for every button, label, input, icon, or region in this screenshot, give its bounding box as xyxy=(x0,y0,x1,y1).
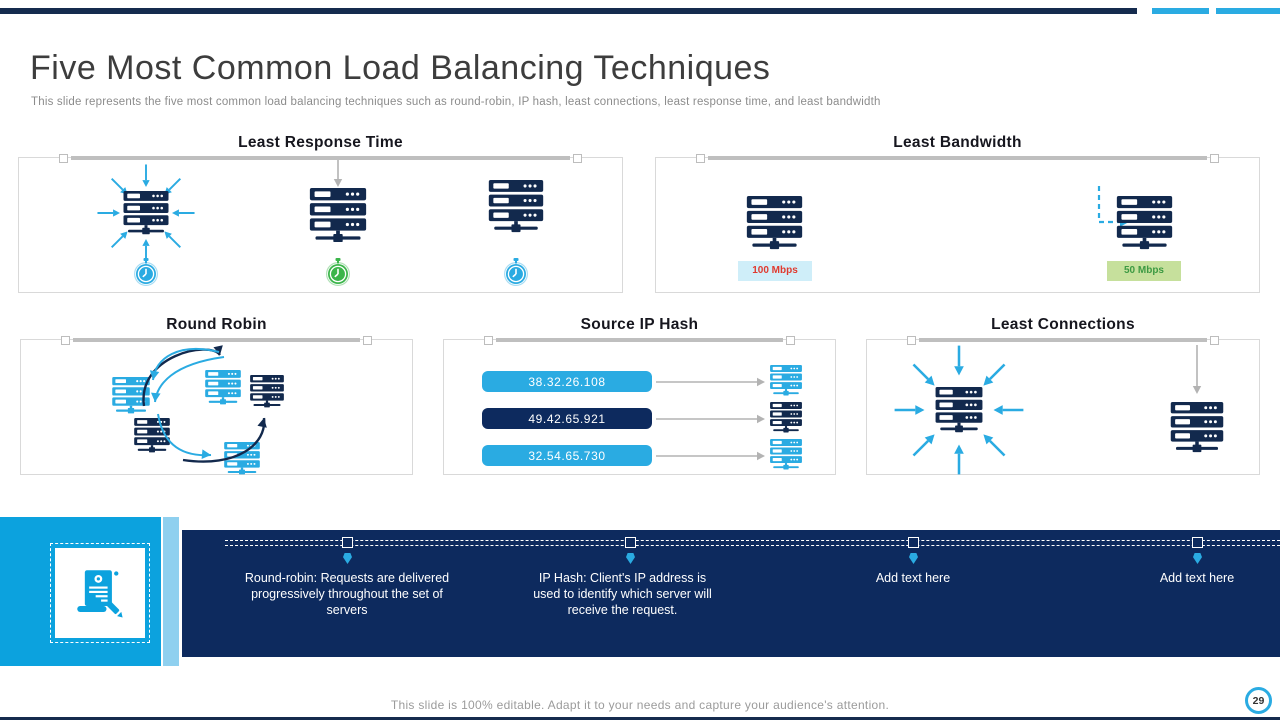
deco-handle-icon xyxy=(363,335,372,345)
callout-text: Round-robin: Requests are delivered prog… xyxy=(244,571,450,617)
right-arrow-icon xyxy=(656,412,766,431)
badge-square xyxy=(50,543,150,643)
right-arrow-icon xyxy=(656,449,766,468)
bandwidth-label-100: 100 Mbps xyxy=(738,261,812,281)
panel-deco xyxy=(696,152,1219,164)
top-bar-cyan-segment-2 xyxy=(1216,8,1280,14)
page-subtitle: This slide represents the five most comm… xyxy=(31,95,881,108)
server-icon xyxy=(223,442,261,475)
timeline-pin-icon xyxy=(1193,553,1202,564)
down-arrow-icon xyxy=(331,160,345,193)
timeline-pin-icon xyxy=(909,553,918,564)
panel-source-ip-hash: Source IP Hash 38.32.26.108 49.42.65.921… xyxy=(443,316,836,475)
deco-handle-icon xyxy=(61,335,70,345)
right-arrow-icon xyxy=(656,375,766,394)
deco-handle-icon xyxy=(484,335,493,345)
server-icon xyxy=(934,387,984,433)
top-bar-navy xyxy=(0,8,1137,14)
panel-least-bandwidth: Least Bandwidth 100 Mbps 50 Mbps xyxy=(655,134,1260,293)
mini-server-icon xyxy=(769,365,803,396)
deco-handle-icon xyxy=(696,153,705,163)
mini-server-icon xyxy=(769,402,803,433)
document-pen-icon xyxy=(74,567,126,619)
deco-bar xyxy=(71,156,570,160)
deco-handle-icon xyxy=(1210,153,1219,163)
panel-deco xyxy=(484,334,795,346)
ip-pill: 49.42.65.921 xyxy=(482,408,652,429)
mini-server-icon xyxy=(769,439,803,470)
footer-note: This slide is 100% editable. Adapt it to… xyxy=(390,698,890,712)
timeline-pin-icon xyxy=(343,553,352,564)
stopwatch-icon xyxy=(134,258,158,286)
server-icon xyxy=(1169,402,1225,453)
callout-text-placeholder: Add text here xyxy=(875,571,951,585)
timeline-node xyxy=(625,537,636,548)
callout-text-placeholder: Add text here xyxy=(1159,571,1235,585)
deco-bar xyxy=(708,156,1207,160)
panel-round-robin: Round Robin xyxy=(20,316,414,476)
server-icon xyxy=(745,196,804,250)
timeline-pin-icon xyxy=(626,553,635,564)
panel-title: Round Robin xyxy=(166,316,267,333)
callout-text: IP Hash: Client's IP address is used to … xyxy=(533,571,712,617)
panel-deco xyxy=(59,152,582,164)
ip-pill: 32.54.65.730 xyxy=(482,445,652,466)
deco-handle-icon xyxy=(573,153,582,163)
bottom-bar xyxy=(0,717,1280,720)
page-title: Five Most Common Load Balancing Techniqu… xyxy=(30,48,771,87)
deco-handle-icon xyxy=(786,335,795,345)
bottom-accent-strip xyxy=(163,517,179,666)
converging-arrows-icon xyxy=(890,341,1028,479)
deco-bar xyxy=(73,338,360,342)
server-icon xyxy=(204,370,242,405)
down-arrow-icon xyxy=(1190,345,1204,400)
panel-deco xyxy=(61,334,372,346)
top-bar-cyan-segment-1 xyxy=(1152,8,1209,14)
bottom-band: Round-robin: Requests are delivered prog… xyxy=(182,530,1280,657)
timeline-node xyxy=(342,537,353,548)
server-icon xyxy=(308,188,368,243)
panel-least-connections: Least Connections xyxy=(866,316,1260,475)
deco-handle-icon xyxy=(59,153,68,163)
panel-title: Source IP Hash xyxy=(580,316,699,333)
deco-handle-icon xyxy=(907,335,916,345)
deco-handle-icon xyxy=(1210,335,1219,345)
panel-title: Least Bandwidth xyxy=(893,134,1022,151)
server-icon xyxy=(1115,196,1174,250)
server-icon xyxy=(249,375,285,408)
deco-bar xyxy=(496,338,783,342)
panel-deco xyxy=(907,334,1219,346)
timeline-dashed-line xyxy=(225,540,1280,546)
server-icon xyxy=(487,180,545,233)
panel-title: Least Response Time xyxy=(238,134,403,151)
server-icon xyxy=(122,191,170,235)
deco-bar xyxy=(919,338,1207,342)
ip-pill: 38.32.26.108 xyxy=(482,371,652,392)
panel-title: Least Connections xyxy=(991,316,1135,333)
page-number-badge: 29 xyxy=(1245,687,1272,714)
server-icon xyxy=(133,418,171,453)
bottom-accent-block xyxy=(0,517,161,666)
server-icon xyxy=(111,377,151,414)
stopwatch-icon xyxy=(504,258,528,286)
panel-least-response-time: Least Response Time xyxy=(18,134,623,293)
timeline-node xyxy=(1192,537,1203,548)
timeline-node xyxy=(908,537,919,548)
bandwidth-label-50: 50 Mbps xyxy=(1107,261,1181,281)
curved-arrows-icon xyxy=(21,340,414,476)
stopwatch-icon xyxy=(326,258,350,286)
